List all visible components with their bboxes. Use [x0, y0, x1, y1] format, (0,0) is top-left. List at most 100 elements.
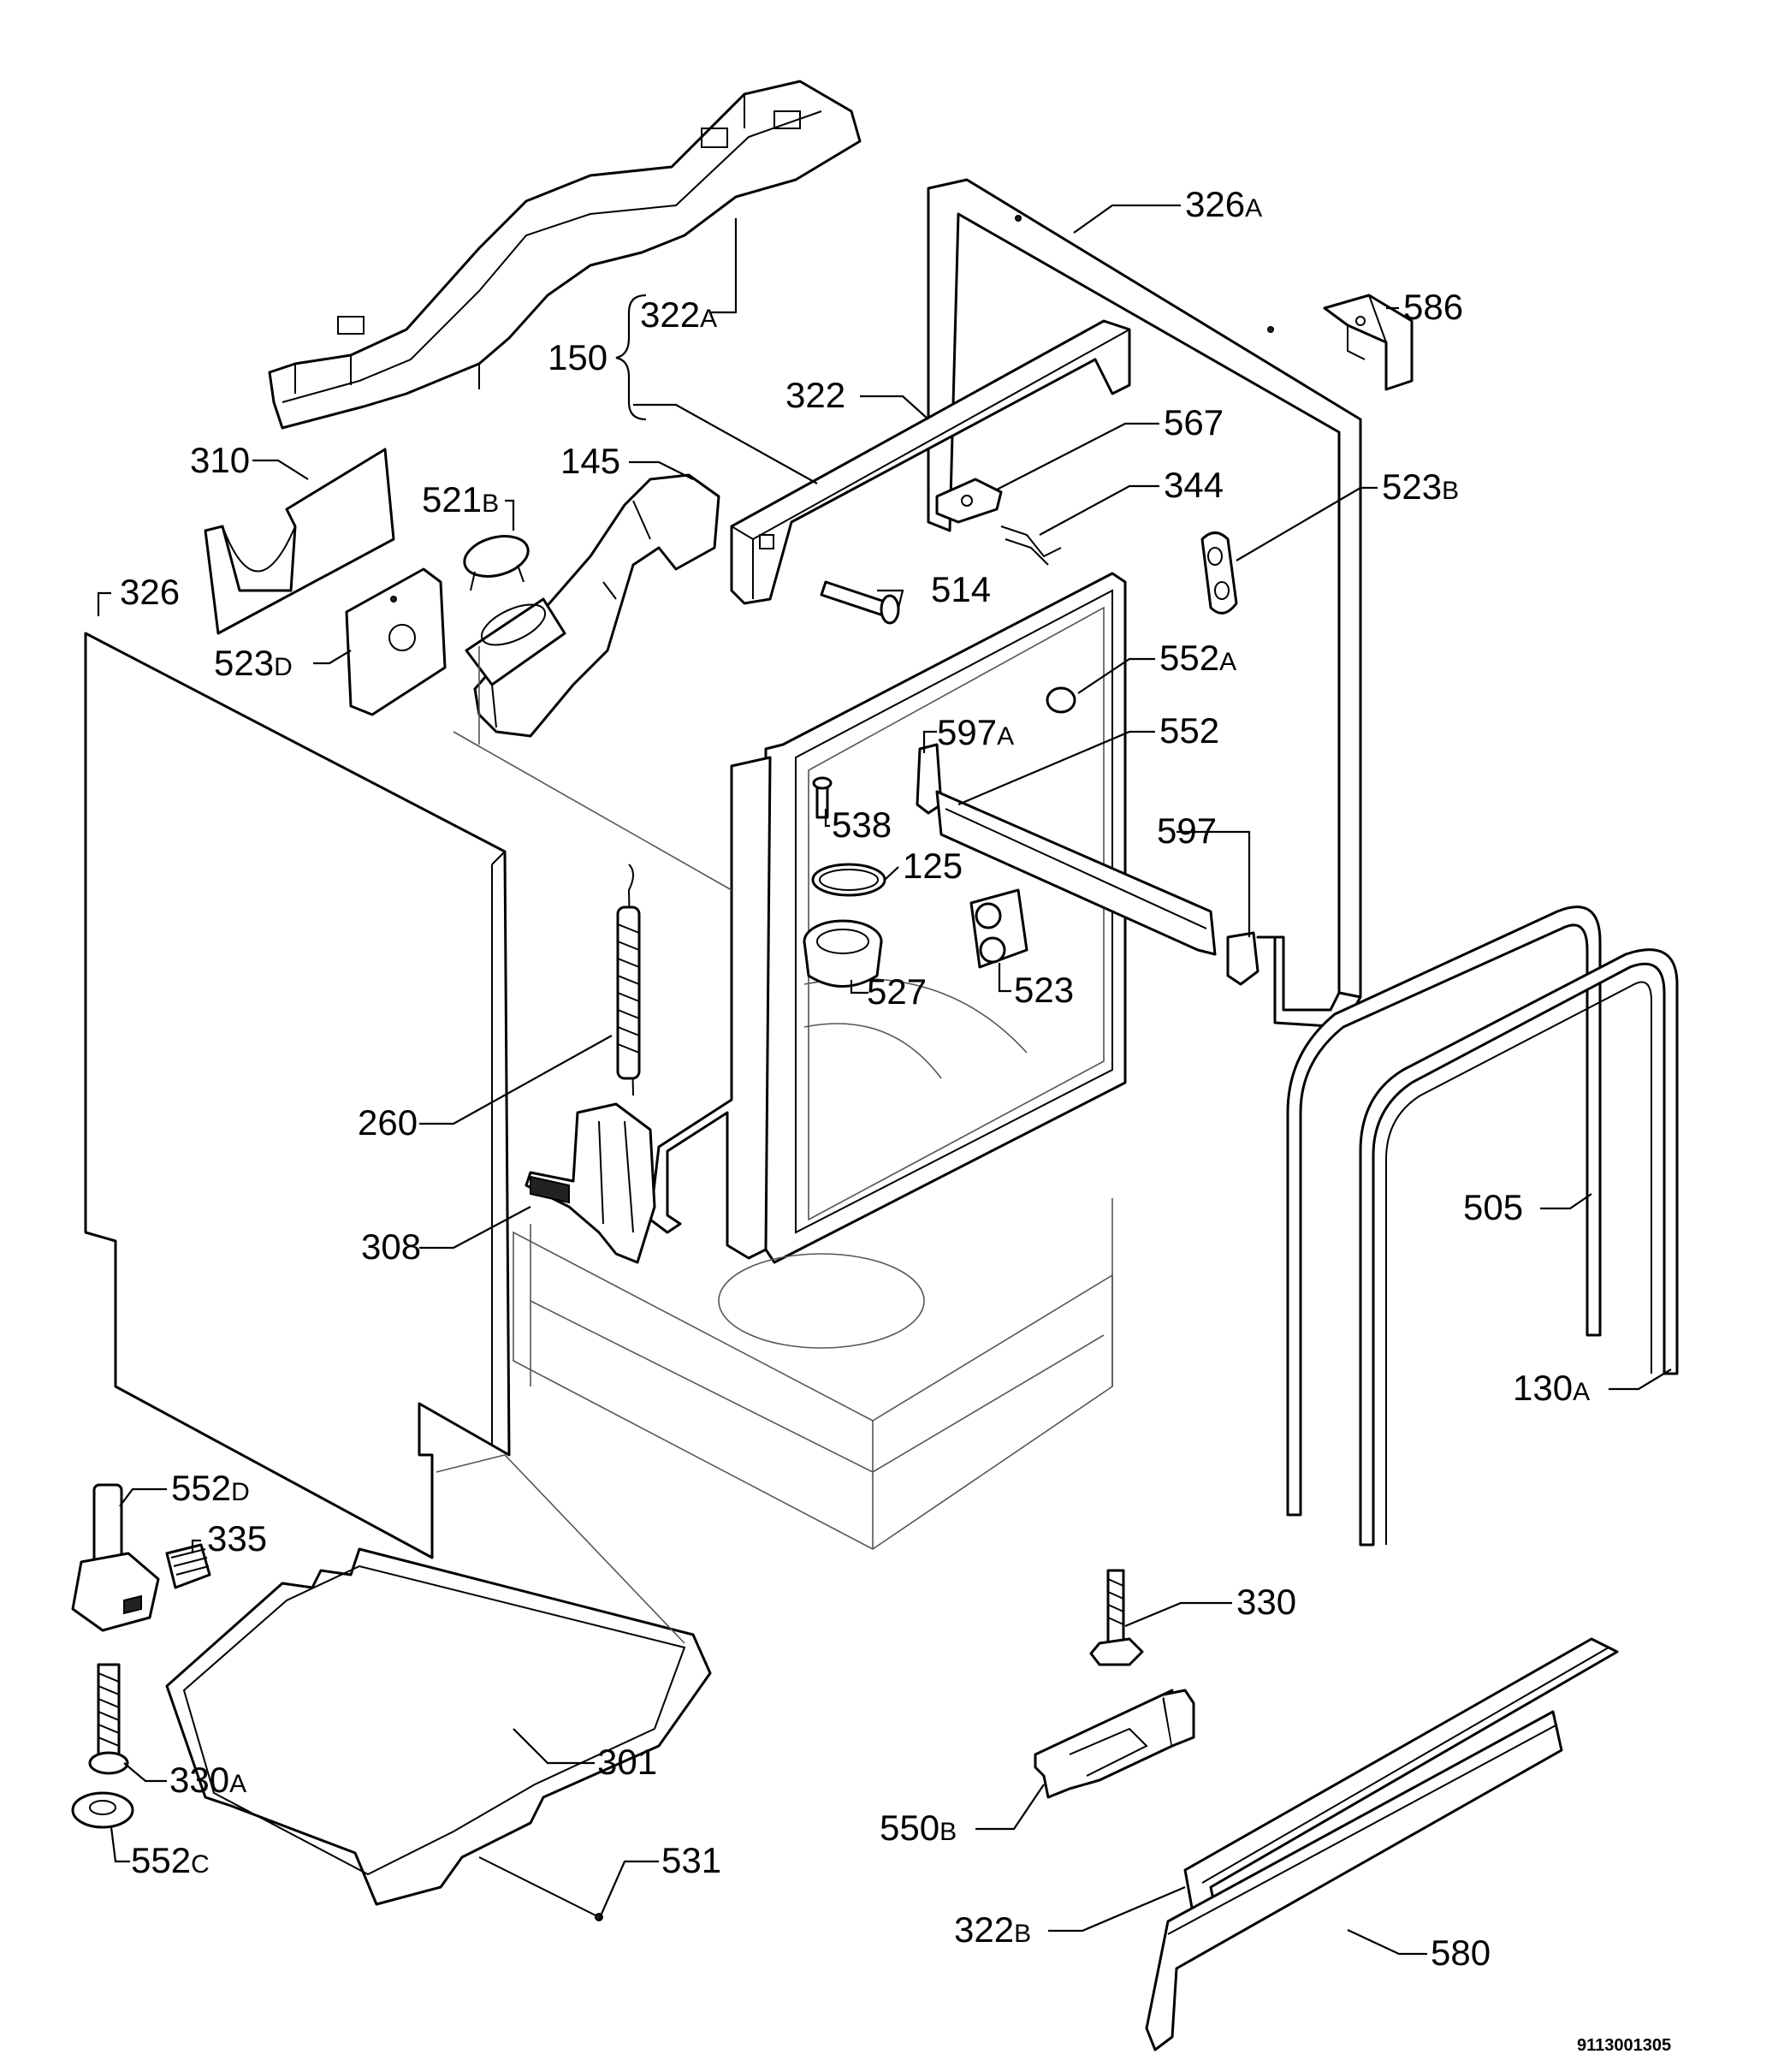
callout-number: 335: [207, 1518, 267, 1558]
rear-panel-326a: [927, 178, 1362, 1029]
callout-suffix: A: [1245, 194, 1262, 223]
seal-130a: [1359, 948, 1679, 1547]
callout-number: 330: [169, 1760, 229, 1800]
callout-586: 586: [1403, 287, 1463, 327]
callout-number: 326: [120, 572, 180, 612]
callout-number: 125: [903, 846, 963, 886]
callout-number: 567: [1164, 402, 1224, 442]
callout-326: 326: [120, 572, 180, 612]
callout-344: 344: [1164, 465, 1224, 505]
callout-552a: 552A: [1159, 638, 1236, 678]
callout-number: 552: [131, 1840, 191, 1880]
callout-number: 322: [954, 1909, 1014, 1950]
diagram-code: 9113001305: [1577, 2036, 1671, 2055]
callout-suffix: A: [229, 1770, 246, 1798]
side-panel-326: [84, 632, 511, 1559]
callout-505: 505: [1463, 1187, 1523, 1227]
callout-330a: 330A: [169, 1760, 246, 1800]
callout-523d: 523D: [214, 643, 293, 683]
callout-523b: 523B: [1382, 466, 1459, 507]
callout-552d: 552D: [171, 1468, 250, 1508]
strip-580: [1145, 1710, 1563, 2051]
duct-145: [465, 473, 720, 738]
callout-330: 330: [1236, 1582, 1296, 1622]
cap-521b: [463, 535, 530, 591]
callout-552: 552: [1159, 710, 1219, 751]
callout-suffix: A: [997, 722, 1014, 751]
callout-number: 550: [880, 1808, 939, 1848]
callout-number: 527: [867, 971, 927, 1012]
callout-531: 531: [661, 1840, 721, 1880]
nut-527: [803, 919, 883, 988]
cover-310: [204, 448, 395, 635]
callout-number: 145: [560, 441, 620, 481]
callout-308: 308: [361, 1226, 421, 1267]
callout-number: 130: [1513, 1368, 1573, 1408]
brace-150: [615, 294, 647, 421]
callout-322: 322: [785, 375, 845, 415]
cross-bar-322: [730, 319, 1131, 605]
callout-125: 125: [903, 846, 963, 886]
leader-lines: [97, 204, 1672, 1956]
callout-567: 567: [1164, 402, 1224, 442]
callout-suffix: B: [1442, 477, 1459, 505]
callout-number: 322: [785, 375, 845, 415]
bracket-550b: [1034, 1689, 1195, 1799]
callout-suffix: C: [191, 1850, 210, 1879]
callout-suffix: A: [1219, 648, 1236, 676]
callout-527: 527: [867, 971, 927, 1012]
callout-suffix: A: [1573, 1378, 1590, 1406]
callout-number: 552: [1159, 638, 1219, 678]
callout-130a: 130A: [1513, 1368, 1590, 1408]
callout-number: 586: [1403, 287, 1463, 327]
callout-322a: 322A: [640, 294, 717, 335]
callout-suffix: A: [700, 305, 717, 333]
grommet-523b: [1200, 531, 1238, 614]
callout-number: 521: [422, 479, 482, 519]
callout-suffix: D: [231, 1478, 250, 1506]
callout-538: 538: [832, 804, 892, 845]
callout-550b: 550B: [880, 1808, 957, 1848]
gear-335: [165, 1543, 211, 1589]
callout-number: 597: [937, 712, 997, 752]
clip-344: [1000, 525, 1062, 566]
callout-number: 330: [1236, 1582, 1296, 1622]
callout-580: 580: [1431, 1932, 1491, 1973]
top-rail-322a: [268, 80, 862, 430]
callout-number: 322: [640, 294, 700, 335]
base-unit: [453, 646, 1113, 1550]
callout-521b: 521B: [422, 479, 499, 519]
callout-301: 301: [597, 1742, 657, 1782]
callout-260: 260: [358, 1102, 418, 1143]
callout-310: 310: [190, 440, 250, 480]
seal-505: [1286, 905, 1602, 1517]
callout-number: 523: [1014, 970, 1074, 1010]
cover-523d: [345, 567, 447, 716]
callout-597a: 597A: [937, 712, 1014, 752]
callout-number: 344: [1164, 465, 1224, 505]
rail-552: [935, 790, 1217, 956]
callout-suffix: B: [1014, 1920, 1031, 1948]
callout-number: 326: [1185, 184, 1245, 224]
callout-150: 150: [548, 337, 608, 377]
callout-suffix: B: [482, 490, 499, 518]
bracket-586: [1323, 294, 1414, 391]
tub-frame: [649, 572, 1127, 1264]
callout-suffix: B: [939, 1818, 957, 1846]
callout-number: 308: [361, 1226, 421, 1267]
screw-330a: [88, 1663, 129, 1775]
bracket-567: [935, 478, 1003, 524]
clip-597: [1226, 931, 1260, 986]
foot-552c: [71, 1791, 134, 1829]
callout-number: 597: [1157, 810, 1217, 851]
callout-number: 514: [931, 569, 991, 609]
leg-adjuster-552d: [71, 1483, 160, 1632]
callout-number: 538: [832, 804, 892, 845]
callout-number: 580: [1431, 1932, 1491, 1973]
callout-number: 531: [661, 1840, 721, 1880]
screw-330: [1089, 1569, 1144, 1666]
screw-514: [820, 580, 900, 625]
callout-552c: 552C: [131, 1840, 210, 1880]
